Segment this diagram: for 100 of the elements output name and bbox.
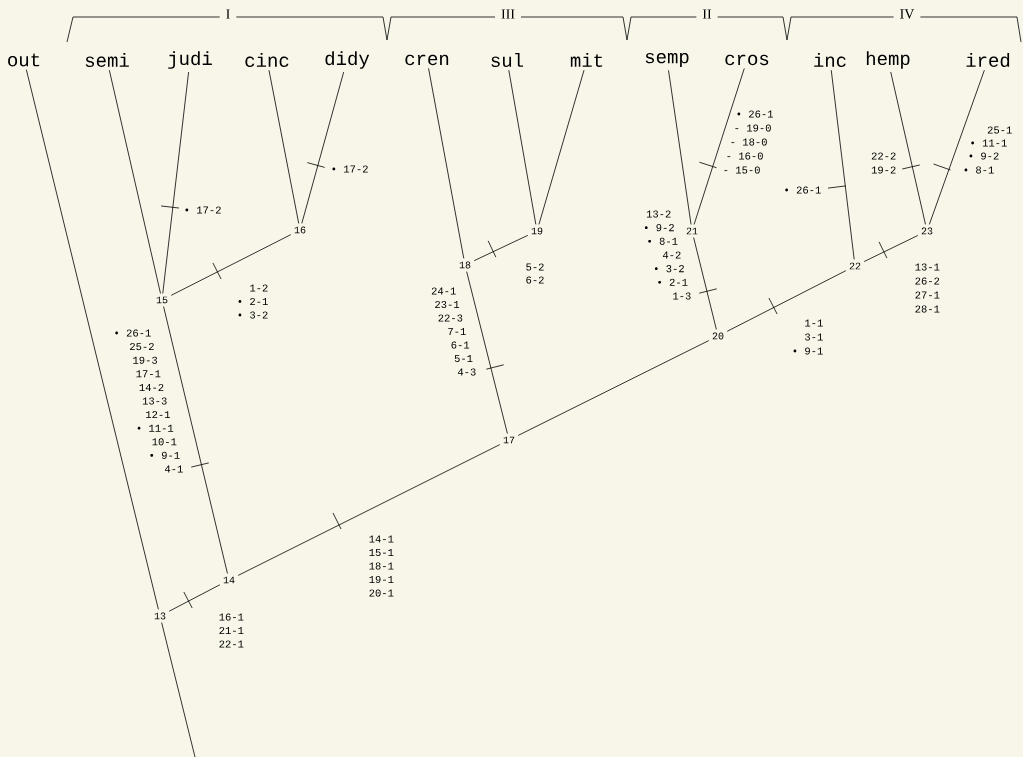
character-change-label: • 9-1 [793,347,823,355]
character-change-label: 19-1 [369,575,394,584]
character-change-label: 4-1 [164,465,183,473]
character-change-label: 20-1 [369,589,394,597]
node-number: 15 [156,296,168,304]
node-number: 18 [459,261,471,269]
taxon-label: judi [168,51,212,69]
character-change-label: 22-2 [871,152,896,160]
character-change-label: 27-1 [915,291,940,299]
character-change-label: • 26-1 [737,110,773,118]
character-change-label: • 9-2 [644,224,674,232]
taxon-label: cren [405,54,449,66]
character-change-label: 1-1 [805,319,823,327]
taxon-label: semp [645,52,689,68]
node-number: 21 [686,227,698,235]
branch-line [517,340,710,436]
character-change-label: • 2-1 [658,278,688,286]
character-change-label: • 11-1 [971,139,1007,147]
character-change-label: 3-1 [805,333,823,341]
character-change-label: • 17-2 [185,206,221,214]
character-change-label: 4-2 [662,251,681,259]
clade-label: IV [893,8,921,20]
character-change-label: 22-3 [438,314,463,322]
character-change-label: 5-1 [454,355,473,362]
branch-line [168,584,221,612]
character-change-label: 28-1 [915,305,940,313]
branch-line [25,69,159,610]
character-change-label: 19-2 [871,166,896,174]
branch-line [170,234,292,296]
character-change-label: - 18-0 [731,138,767,146]
character-change-label: 25-2 [130,343,154,351]
node-number: 16 [294,226,306,234]
branch-line [301,71,345,224]
taxon-label: mit [570,53,603,67]
character-change-label: 13-2 [646,210,671,218]
character-change-label: 17-1 [136,370,161,378]
character-change-label: • 8-1 [648,237,678,245]
branch-line [508,69,537,225]
node-number: 23 [921,227,933,235]
branch-line [830,69,855,260]
character-change-label: - 15-0 [724,166,760,174]
taxon-label: inc [814,53,846,67]
character-change-label: 10-1 [152,438,177,446]
taxon-label: didy [325,51,370,69]
character-change-label: 15-1 [369,549,394,556]
branch-line [162,71,189,294]
character-change-label: 14-1 [369,535,394,543]
character-change-label: 18-1 [369,562,394,570]
branch-line [538,69,585,225]
character-change-label: 12-1 [146,411,170,419]
branch-line [163,306,228,574]
character-change-label: • 9-2 [969,152,999,160]
character-change-label: • 26-1 [115,329,151,337]
branch-line [928,69,985,225]
character-change-label: 1-2 [250,284,268,292]
node-number: 14 [223,576,235,584]
character-change-label: 14-2 [139,383,164,391]
character-change-label: 7-1 [448,328,466,335]
character-change-label: 13-3 [142,397,167,405]
character-change-label: 26-2 [915,277,940,285]
character-change-label: 23-1 [435,300,460,309]
branch-line [668,69,692,225]
character-change-label: • 2-1 [238,298,268,305]
branch-line [466,271,508,434]
character-change-label: 22-1 [219,640,244,648]
character-change-label: • 11-1 [137,424,174,432]
character-change-label: 21-1 [219,627,244,634]
node-number: 19 [531,227,543,235]
branch-line [693,68,745,225]
character-change-label: 24-1 [431,287,456,295]
node-number: 22 [849,262,861,270]
taxon-label: cros [725,54,769,66]
character-change-label: 13-1 [915,263,940,271]
character-change-label: 16-1 [219,613,244,621]
taxon-label: hemp [866,51,910,69]
branch-line [428,68,465,259]
character-change-label: - 19-0 [735,124,771,132]
taxon-label: cinc [245,53,289,67]
branch-line [268,69,300,224]
taxon-label: ired [966,53,1010,67]
clade-label: I [219,8,237,20]
clade-label: III [495,8,521,20]
branch-line [693,237,717,330]
character-change-label: • 3-2 [238,311,268,319]
character-change-label: 6-1 [451,341,470,349]
character-change-label: 4-3 [457,368,476,376]
character-change-label: • 9-1 [150,451,180,459]
character-change-label: 25-1 [987,126,1012,134]
node-number: 13 [154,612,166,620]
branch-line [726,270,847,332]
character-change-label: • 8-1 [964,166,994,174]
branch-line [161,622,196,757]
character-change-label: - 16-0 [727,152,763,160]
taxon-label: out [8,53,40,67]
character-change-label: 6-2 [526,276,544,284]
character-change-label: 19-3 [133,356,158,364]
node-number: 17 [503,436,515,444]
branch-line [237,444,501,576]
branch-line [863,235,919,262]
branch-line [108,69,161,294]
